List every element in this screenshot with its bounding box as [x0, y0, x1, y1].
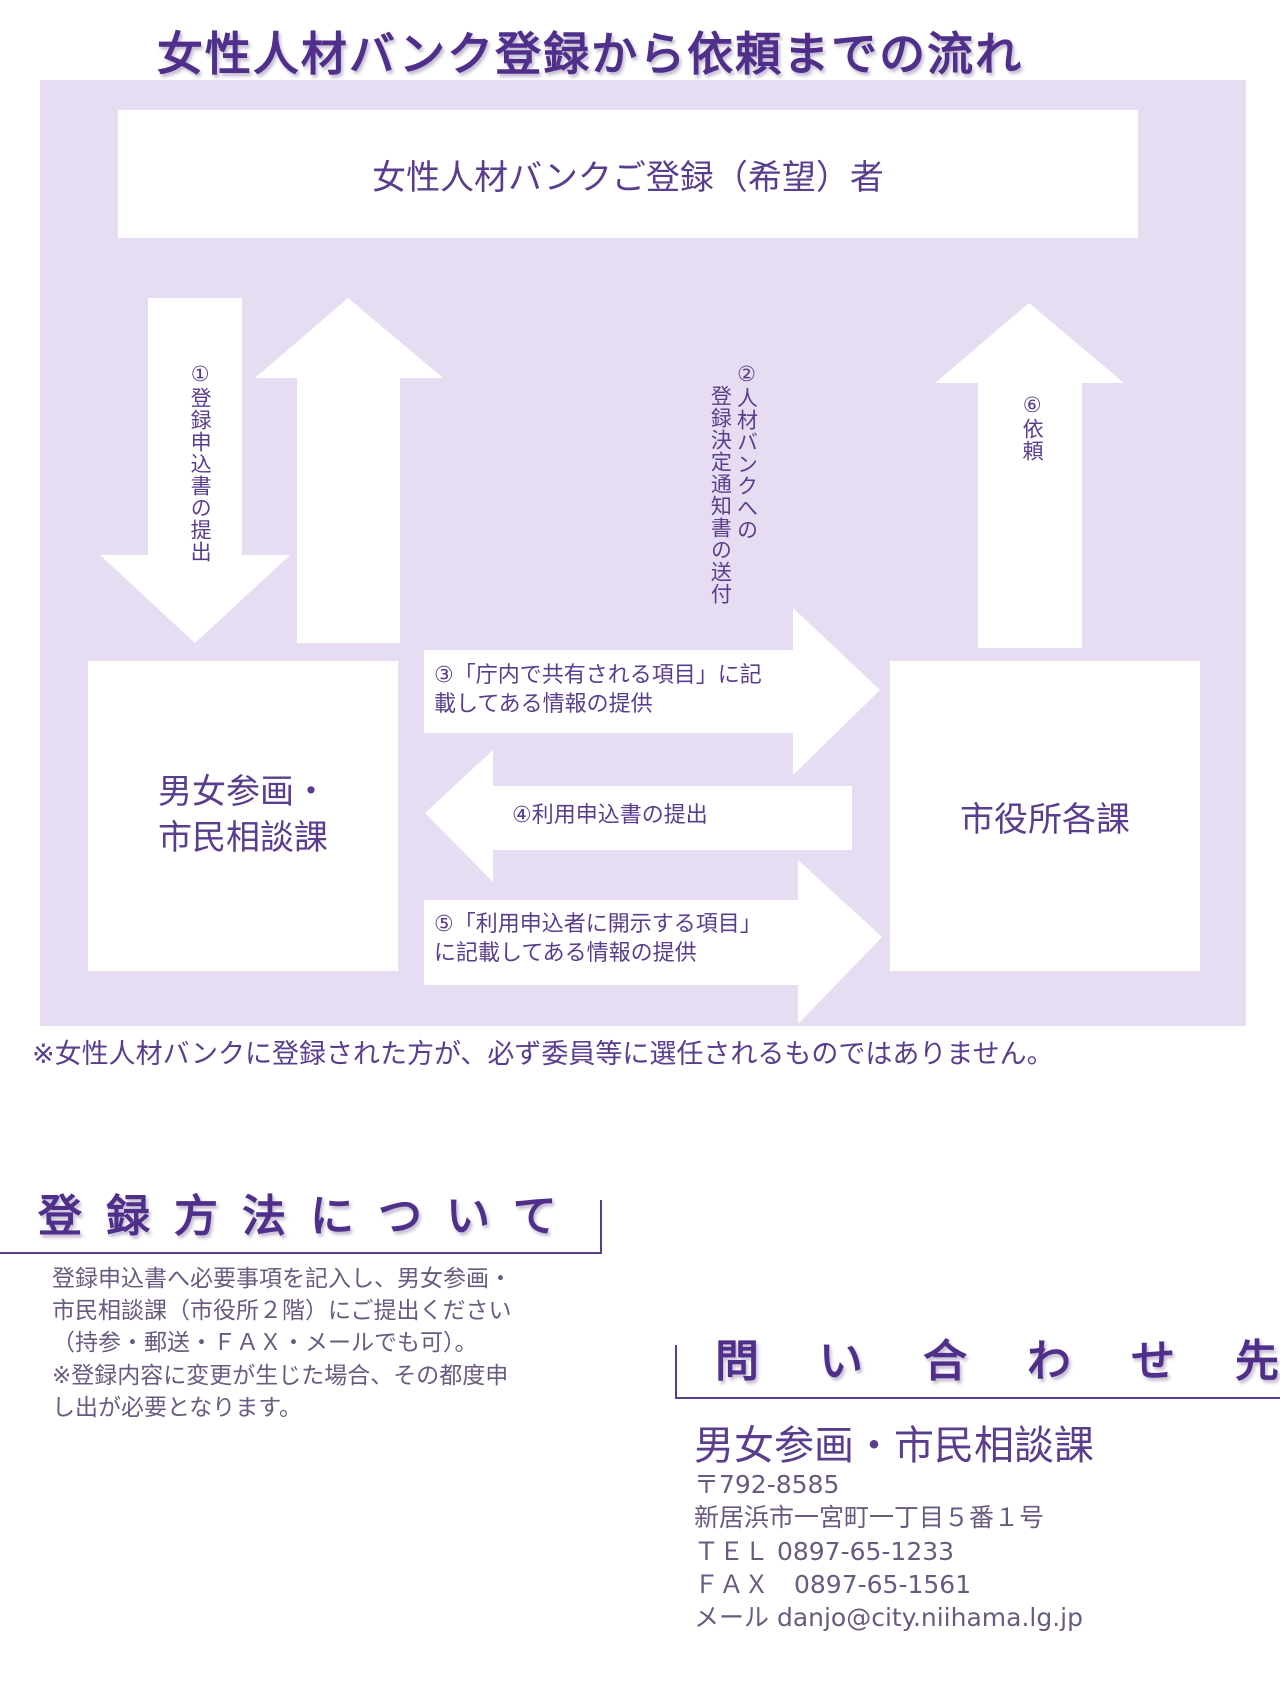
step3-label-line2: 載してある情報の提供 [434, 691, 653, 717]
registrant-box: 女性人材バンクご登録（希望）者 [118, 110, 1138, 238]
step5-label-line2: に記載してある情報の提供 [434, 940, 697, 966]
method-heading-underline [0, 1252, 602, 1254]
method-heading: 登録方法について [38, 1191, 581, 1242]
step1-label: ①登録申込書の提出 [188, 362, 213, 563]
step6-label: ⑥依頼 [1020, 393, 1045, 462]
method-body: 登録申込書へ必要事項を記入し、男女参画・ 市民相談課（市役所２階）にご提出くださ… [52, 1263, 612, 1424]
step2-label-line1: ②人材バンクへの [734, 362, 759, 541]
arrow-down-step1 [100, 298, 290, 643]
page-title: 女性人材バンク登録から依頼までの流れ [156, 27, 1024, 81]
arrow-left-step4 [425, 750, 852, 882]
method-heading-divider [600, 1200, 602, 1253]
method-line: 市民相談課（市役所２階）にご提出ください [52, 1298, 512, 1325]
step4-label: ④利用申込書の提出 [512, 803, 708, 828]
contact-email[interactable]: メール danjo@city.niihama.lg.jp [694, 1603, 1083, 1632]
contact-heading: 問い合わせ先 [715, 1336, 1280, 1387]
step5-label: ⑤「利用申込者に開示する項目」 に記載してある情報の提供 [434, 911, 762, 968]
step3-label-line1: ③「庁内で共有される項目」に記 [434, 663, 762, 688]
method-line: し出が必要となります。 [52, 1394, 303, 1421]
contact-fax: ＦＡＸ 0897-65-1561 [694, 1569, 972, 1599]
step2-label: ②人材バンクへの 登録決定通知書の送付 [322, 362, 759, 605]
contact-postal: 〒792-8585 [694, 1470, 840, 1499]
disclaimer-note: ※女性人材バンクに登録された方が、必ず委員等に選任されるものではありません。 [32, 1039, 1054, 1070]
method-line: ※登録内容に変更が生じた場合、その都度申 [52, 1362, 509, 1389]
arrow-up-step6 [935, 303, 1124, 648]
step2-label-line2: 登録決定通知書の送付 [708, 385, 733, 605]
departments-label: 市役所各課 [960, 799, 1130, 840]
method-line: （持参・郵送・ＦＡＸ・メールでも可）。 [52, 1330, 478, 1357]
step5-label-line1: ⑤「利用申込者に開示する項目」 [434, 912, 762, 937]
city-departments-box: 市役所各課 [890, 661, 1200, 971]
arrow-up-step2 [255, 298, 443, 643]
division-label-line1: 男女参画・ [158, 772, 328, 813]
arrow-right-step3 [424, 608, 880, 775]
method-line: 登録申込書へ必要事項を記入し、男女参画・ [52, 1266, 512, 1292]
contact-heading-divider [675, 1345, 677, 1397]
step3-label: ③「庁内で共有される項目」に記 載してある情報の提供 [434, 662, 762, 719]
contact-details: 〒792-8585 新居浜市一宮町一丁目５番１号 ＴＥＬ 0897-65-123… [694, 1468, 1083, 1634]
registrant-label: 女性人材バンクご登録（希望）者 [372, 157, 884, 198]
contact-heading-underline [675, 1397, 1280, 1399]
arrow-right-step5 [424, 860, 882, 1024]
gender-equality-division-box: 男女参画・ 市民相談課 [88, 661, 398, 971]
contact-department: 男女参画・市民相談課 [694, 1423, 1094, 1469]
contact-address: 新居浜市一宮町一丁目５番１号 [694, 1503, 1045, 1533]
contact-tel: ＴＥＬ 0897-65-1233 [694, 1536, 955, 1566]
division-label-line2: 市民相談課 [158, 818, 328, 858]
